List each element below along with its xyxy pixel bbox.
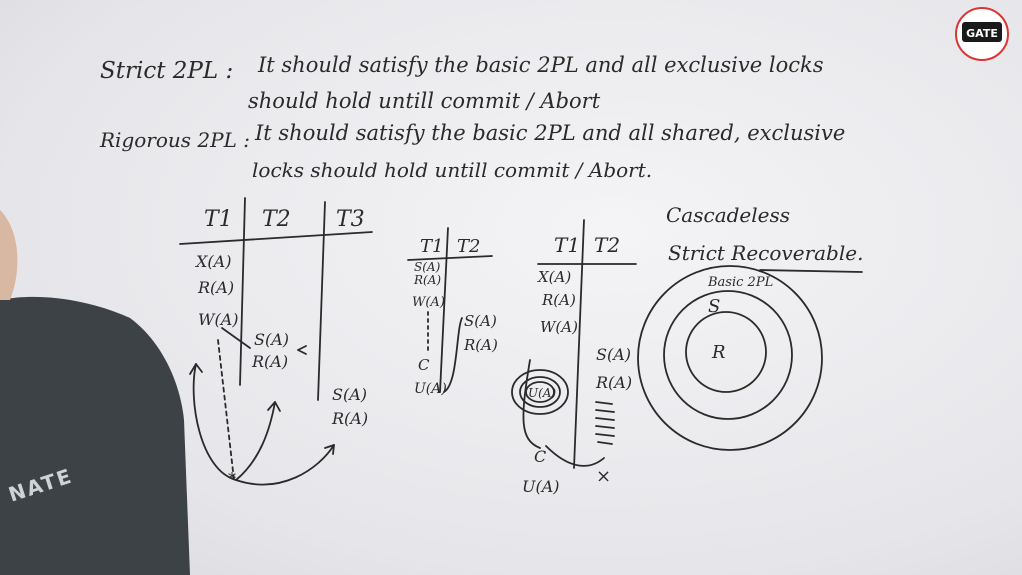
schedule3-t1-op: C (534, 447, 546, 466)
basic-2pl-circle (637, 265, 823, 451)
schedule1-t1-op: W(A) (198, 310, 238, 329)
rigorous-circle (685, 311, 767, 393)
presenter: NATE (0, 210, 190, 575)
schedule1-t1-op: X(A) (194, 252, 231, 271)
schedule2-t2-op: R(A) (463, 336, 498, 354)
schedule1-header-t3: T3 (336, 207, 365, 232)
curved-arrow (443, 317, 463, 393)
cross-mark: × (596, 466, 611, 487)
schedule1-t2-op: S(A) (254, 330, 289, 349)
venn-title-strict-recoverable: Strict Recoverable. (668, 241, 863, 265)
schedule1-t2-op: R(A) (251, 352, 288, 371)
venn-inner-label: R (711, 342, 726, 363)
strict-circle (663, 290, 793, 420)
channel-logo: GATE (955, 7, 1009, 61)
schedule-1: T1 T2 T3 X(A) R(A) W(A) S(A) R(A) S(A) R… (179, 197, 373, 488)
curved-arrow (235, 444, 335, 486)
rigorous-2pl-line2: locks should hold untill commit / Abort. (252, 158, 652, 182)
schedule1-t3-op: R(A) (331, 409, 368, 428)
strict-2pl-line2: should hold untill commit / Abort (248, 89, 601, 113)
rigorous-2pl-label: Rigorous 2PL : (99, 128, 250, 152)
venn-title-cascadeless: Cascadeless (666, 203, 790, 227)
schedule3-header-t1: T1 (554, 233, 580, 257)
logo-text: GATE (966, 27, 998, 40)
curved-arrow (545, 445, 605, 467)
schedule2-t1-op: S(A) (414, 260, 441, 274)
curved-arrow (235, 401, 276, 481)
schedule2-t1-op: W(A) (412, 295, 445, 310)
schedule3-t2-op: S(A) (596, 345, 631, 364)
schedule1-header-t1: T1 (204, 207, 233, 232)
schedule2-header-t1: T1 (420, 236, 443, 257)
arrow-icon (297, 345, 307, 355)
venn-outer-label: Basic 2PL (707, 275, 773, 290)
schedule1-header-t2: T2 (262, 207, 291, 232)
schedule-3: T1 T2 X(A) R(A) W(A) U(A) C U(A) S(A) R(… (511, 219, 637, 496)
schedule3-t2-op: R(A) (595, 373, 632, 392)
schedule3-t1-op: X(A) (537, 268, 571, 286)
star-mark: * (228, 469, 236, 488)
strict-2pl-line1: It should satisfy the basic 2PL and all … (257, 53, 824, 77)
venn-diagram: Cascadeless Strict Recoverable. Basic 2P… (637, 203, 863, 451)
schedule2-t2-op: S(A) (464, 312, 497, 330)
dashed-line (217, 339, 235, 481)
schedule3-t1-op: U(A) (522, 477, 560, 496)
rigorous-2pl-line1: It should satisfy the basic 2PL and all … (254, 121, 845, 145)
curved-arrow (192, 363, 237, 481)
strict-2pl-label: Strict 2PL : (100, 58, 233, 84)
schedule2-header-t2: T2 (457, 236, 480, 257)
venn-middle-label: S (708, 296, 720, 317)
schedule1-t3-op: S(A) (332, 385, 367, 404)
schedule2-t1-op: C (418, 356, 430, 374)
schedule2-t1-op: U(A) (414, 381, 447, 397)
schedule3-header-t2: T2 (594, 233, 620, 257)
schedule3-t1-op: U(A) (528, 386, 556, 400)
schedule-2: T1 T2 S(A) R(A) W(A) C U(A) S(A) R(A) (407, 227, 498, 397)
schedule2-t1-op: R(A) (413, 273, 441, 287)
schedule3-t1-op: R(A) (541, 291, 576, 309)
schedule3-t1-op: W(A) (540, 318, 578, 336)
schedule1-t1-op: R(A) (197, 278, 234, 297)
